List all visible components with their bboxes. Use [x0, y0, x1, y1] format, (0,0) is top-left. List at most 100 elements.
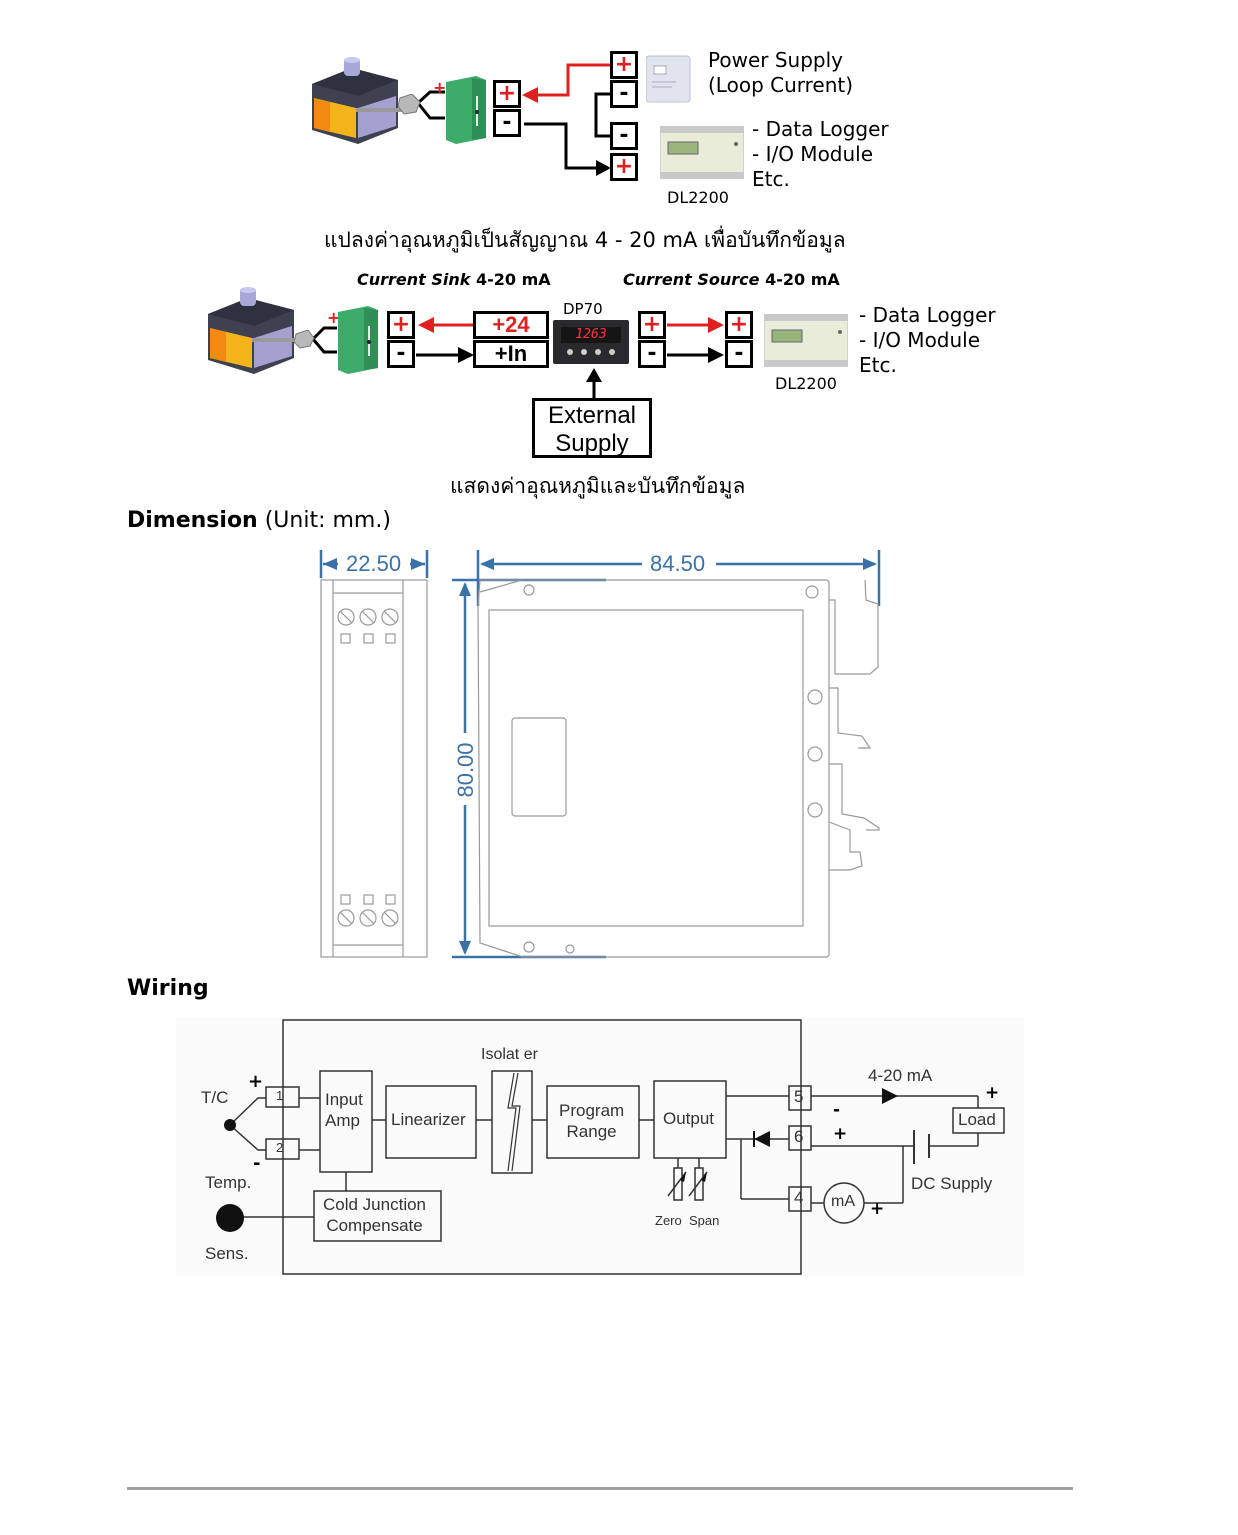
meter-button	[609, 349, 615, 355]
logger-label-2-line2: - I/O Module	[859, 328, 981, 352]
cold-junction-line2: Compensate	[326, 1216, 423, 1235]
logger-label-line1: - Data Logger	[752, 117, 889, 141]
tc-minus-label: -	[253, 1153, 261, 1174]
logger-label-2-line3: Etc.	[859, 353, 897, 377]
tc-plus-label: +	[248, 1071, 264, 1092]
load-label: Load	[958, 1110, 996, 1129]
current-sink-label: Current Sink 4-20 mA	[357, 270, 551, 289]
isolator-box	[491, 1070, 533, 1174]
furnace-icon-2	[208, 287, 302, 374]
sens-label: Sens.	[205, 1244, 249, 1263]
data-logger-icon-2	[764, 314, 848, 367]
dc-supply-label: DC Supply	[911, 1174, 993, 1193]
dimension-width-front-label: 84.50	[650, 551, 706, 576]
data-logger-icon	[660, 126, 744, 179]
logger-label: - Data Logger - I/O Module Etc.	[752, 117, 889, 192]
logger-model-label: DL2200	[667, 188, 729, 207]
thermocouple-head-icon	[398, 94, 421, 115]
program-range-box	[546, 1085, 640, 1159]
arrow-black-1	[596, 160, 611, 176]
tc-wire-minus	[416, 102, 445, 120]
current-label: 4-20 mA	[868, 1066, 933, 1085]
current-source-label: Current Source 4-20 mA	[623, 270, 840, 289]
arrow-black-up	[586, 368, 602, 382]
meter-terminal-in: +In	[473, 340, 549, 368]
temp-label: Temp.	[205, 1173, 252, 1192]
milliammeter-label: mA	[831, 1193, 855, 1210]
power-supply-label-line2: (Loop Current)	[708, 73, 854, 97]
arrow-red-2	[418, 317, 434, 333]
linearizer-label: Linearizer	[391, 1110, 466, 1129]
program-range-line2: Range	[566, 1122, 617, 1141]
current-source-label-italic: Current Source	[623, 270, 760, 289]
power-supply-icon	[646, 55, 691, 103]
linearizer-box	[385, 1085, 477, 1159]
terminal-1-label: 1	[276, 1088, 284, 1103]
tc-label: T/C	[201, 1088, 229, 1107]
tc-wire-plus	[416, 90, 445, 105]
terminal-2-label: 2	[276, 1140, 284, 1155]
meter-out-terminal-plus: +	[638, 311, 666, 339]
logger2-terminal-plus: +	[725, 311, 753, 339]
current-arrow	[882, 1088, 898, 1104]
dimension-width-side-label: 22.50	[346, 551, 402, 576]
input-amp-label: Input Amp	[325, 1089, 363, 1131]
terminal-4-box	[788, 1186, 812, 1212]
terminal-6-label: 6	[794, 1127, 804, 1146]
program-range-line1: Program	[559, 1101, 625, 1120]
output-label: Output	[663, 1109, 715, 1128]
footer-divider	[127, 1487, 1073, 1490]
meter-model-label: DP70	[563, 300, 603, 318]
wiring-heading: Wiring	[127, 976, 209, 1001]
external-supply-line2: Supply	[555, 430, 629, 457]
transmitter-icon-2	[338, 306, 378, 374]
meter-terminal-24: +24	[473, 311, 549, 339]
zero-pot	[673, 1167, 683, 1201]
span-label: Span	[689, 1213, 720, 1228]
front-view-body	[477, 579, 880, 958]
ps-terminal-plus: +	[610, 51, 638, 79]
transmitter-icon	[446, 76, 486, 144]
sensor-terminal-minus: -	[387, 340, 415, 368]
logger2-terminal-minus: -	[725, 340, 753, 368]
meter-button	[567, 349, 573, 355]
temp-sensor-dot	[216, 1204, 244, 1232]
logger-label-2: - Data Logger - I/O Module Etc.	[859, 303, 996, 378]
arrow-black-3	[708, 347, 724, 363]
power-supply-label-line1: Power Supply	[708, 48, 843, 72]
output-box	[653, 1080, 727, 1159]
panel-meter-icon: 1263	[553, 320, 629, 364]
wire-tx-minus	[524, 122, 603, 170]
dimension-heading: Dimension (Unit: mm.)	[127, 508, 391, 533]
load-plus-label: +	[985, 1083, 1000, 1103]
terminal-4-label: 4	[794, 1188, 804, 1207]
meter-display: 1263	[561, 327, 621, 343]
sensor-terminal-plus: +	[387, 311, 415, 339]
isolator-label: Isolat er	[481, 1046, 538, 1063]
meter-button	[581, 349, 587, 355]
input-amp-line1: Input	[325, 1090, 363, 1109]
module-outline	[282, 1019, 802, 1275]
program-range-label: Program Range	[559, 1100, 624, 1142]
transmitter-terminal-minus: -	[493, 109, 521, 137]
meter-button	[595, 349, 601, 355]
external-supply-box: External Supply	[532, 398, 652, 458]
span-pot	[694, 1167, 704, 1201]
supply-minus-label: -	[833, 1100, 841, 1120]
wire-ps-minus	[594, 92, 611, 138]
logger-label-2-line1: - Data Logger	[859, 303, 996, 327]
transmitter-terminal-plus: +	[493, 80, 521, 108]
logger-model-label-2: DL2200	[775, 374, 837, 393]
terminal-6-box	[788, 1125, 812, 1151]
logger-terminal-plus: +	[610, 153, 638, 181]
tc-plus-mark: +	[433, 78, 447, 97]
ps-terminal-minus: -	[610, 80, 638, 108]
meter-plus-label: +	[870, 1199, 885, 1219]
diode-symbol	[754, 1131, 770, 1147]
tc-junction-dot	[224, 1119, 236, 1131]
diagram2-wires	[311, 317, 724, 398]
side-view-body	[320, 579, 428, 958]
tc-plus-mark-2: +	[327, 308, 341, 327]
logger-label-line3: Etc.	[752, 167, 790, 191]
zero-label: Zero	[655, 1213, 682, 1228]
